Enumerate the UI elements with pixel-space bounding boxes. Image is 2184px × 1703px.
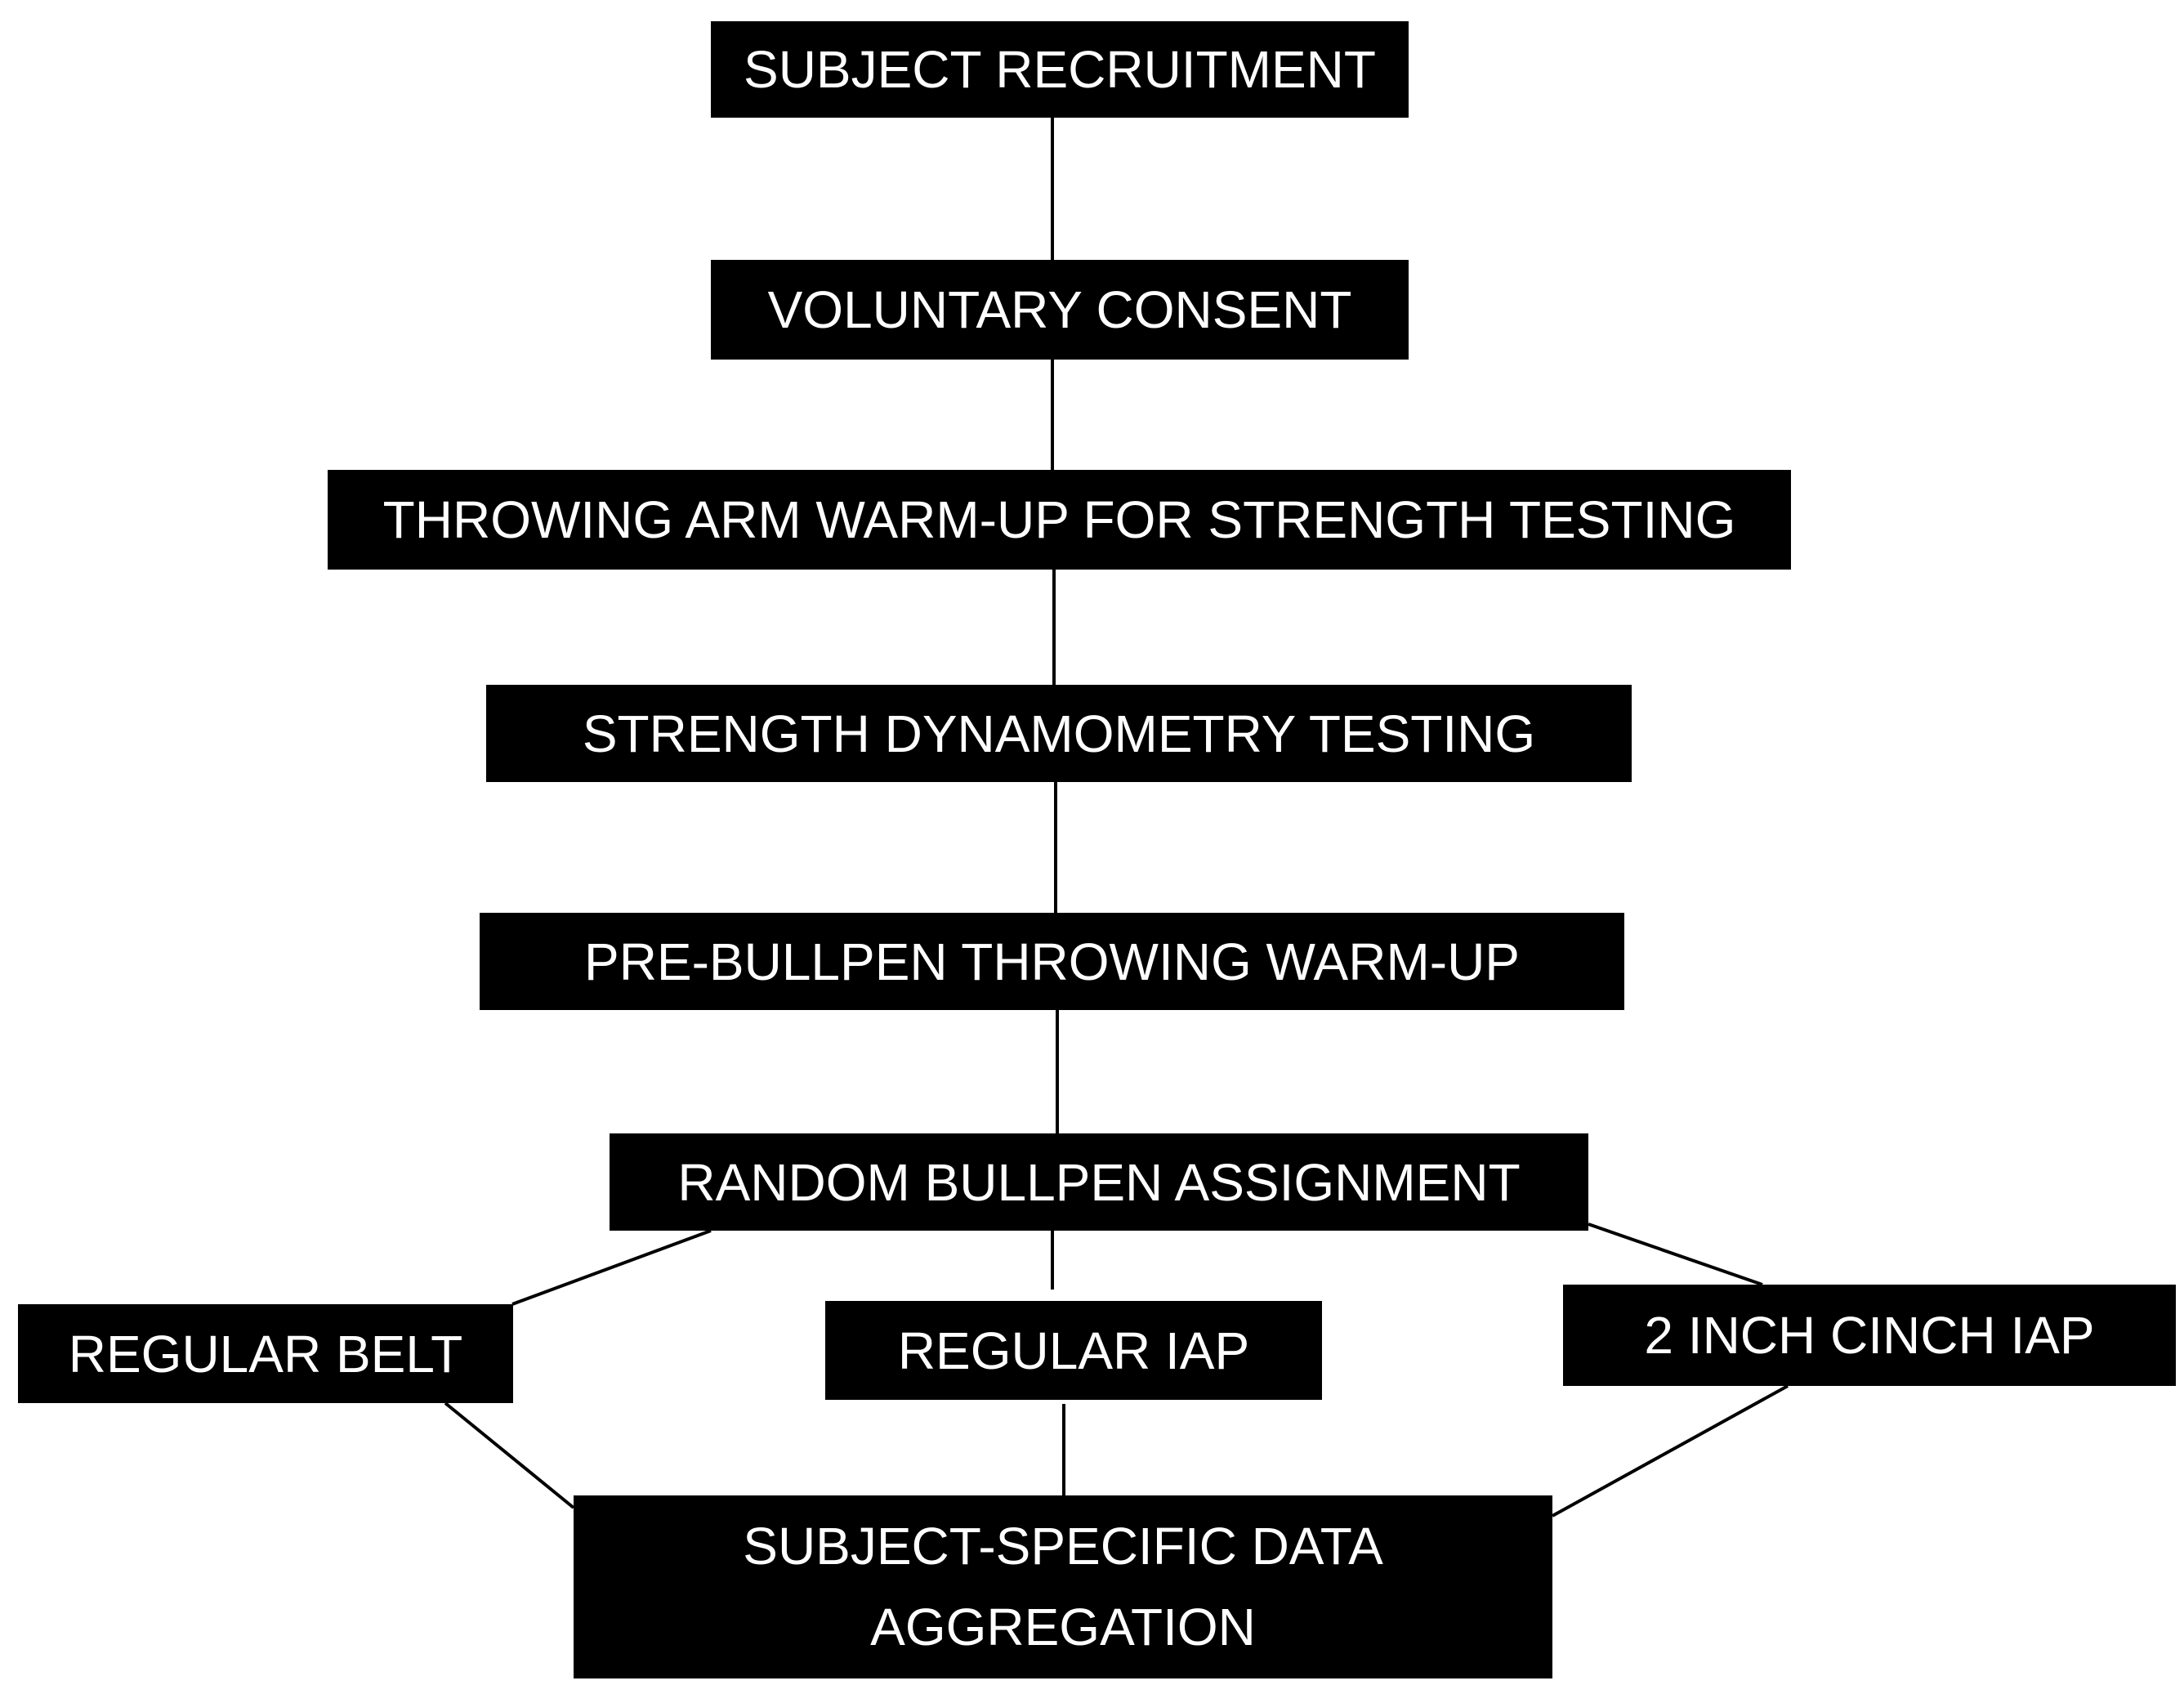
step-label: THROWING ARM WARM-UP FOR STRENGTH TESTIN… xyxy=(382,490,1736,549)
step-random-bullpen-assignment: RANDOM BULLPEN ASSIGNMENT xyxy=(610,1133,1588,1231)
step-strength-dynamometry: STRENGTH DYNAMOMETRY TESTING xyxy=(486,685,1632,782)
branch-label: REGULAR BELT xyxy=(68,1324,463,1383)
connector-regular-belt-aggregation xyxy=(444,1401,575,1509)
branch-label: REGULAR IAP xyxy=(897,1321,1250,1380)
step-voluntary-consent: VOLUNTARY CONSENT xyxy=(711,260,1409,360)
step-subject-recruitment: SUBJECT RECRUITMENT xyxy=(711,21,1409,118)
branch-regular-iap: REGULAR IAP xyxy=(825,1301,1322,1400)
branch-2-inch-cinch-iap: 2 INCH CINCH IAP xyxy=(1563,1285,2176,1386)
branch-regular-belt: REGULAR BELT xyxy=(18,1304,513,1403)
step-label: RANDOM BULLPEN ASSIGNMENT xyxy=(677,1152,1521,1212)
step-label: VOLUNTARY CONSENT xyxy=(767,280,1352,339)
step-label: STRENGTH DYNAMOMETRY TESTING xyxy=(582,704,1536,763)
step-pre-bullpen-warmup: PRE-BULLPEN THROWING WARM-UP xyxy=(480,913,1624,1010)
step-throwing-arm-warmup: THROWING ARM WARM-UP FOR STRENGTH TESTIN… xyxy=(328,470,1791,570)
connector-assignment-regular-belt xyxy=(511,1229,712,1306)
step-label: SUBJECT-SPECIFIC DATA AGGREGATION xyxy=(743,1516,1383,1656)
connector-assignment-cinch-iap xyxy=(1588,1222,1763,1286)
step-label: SUBJECT RECRUITMENT xyxy=(744,40,1376,99)
step-data-aggregation: SUBJECT-SPECIFIC DATA AGGREGATION xyxy=(574,1495,1552,1678)
step-label: PRE-BULLPEN THROWING WARM-UP xyxy=(584,932,1520,991)
connector-cinch-iap-aggregation xyxy=(1552,1384,1789,1518)
branch-label: 2 INCH CINCH IAP xyxy=(1644,1306,2095,1365)
